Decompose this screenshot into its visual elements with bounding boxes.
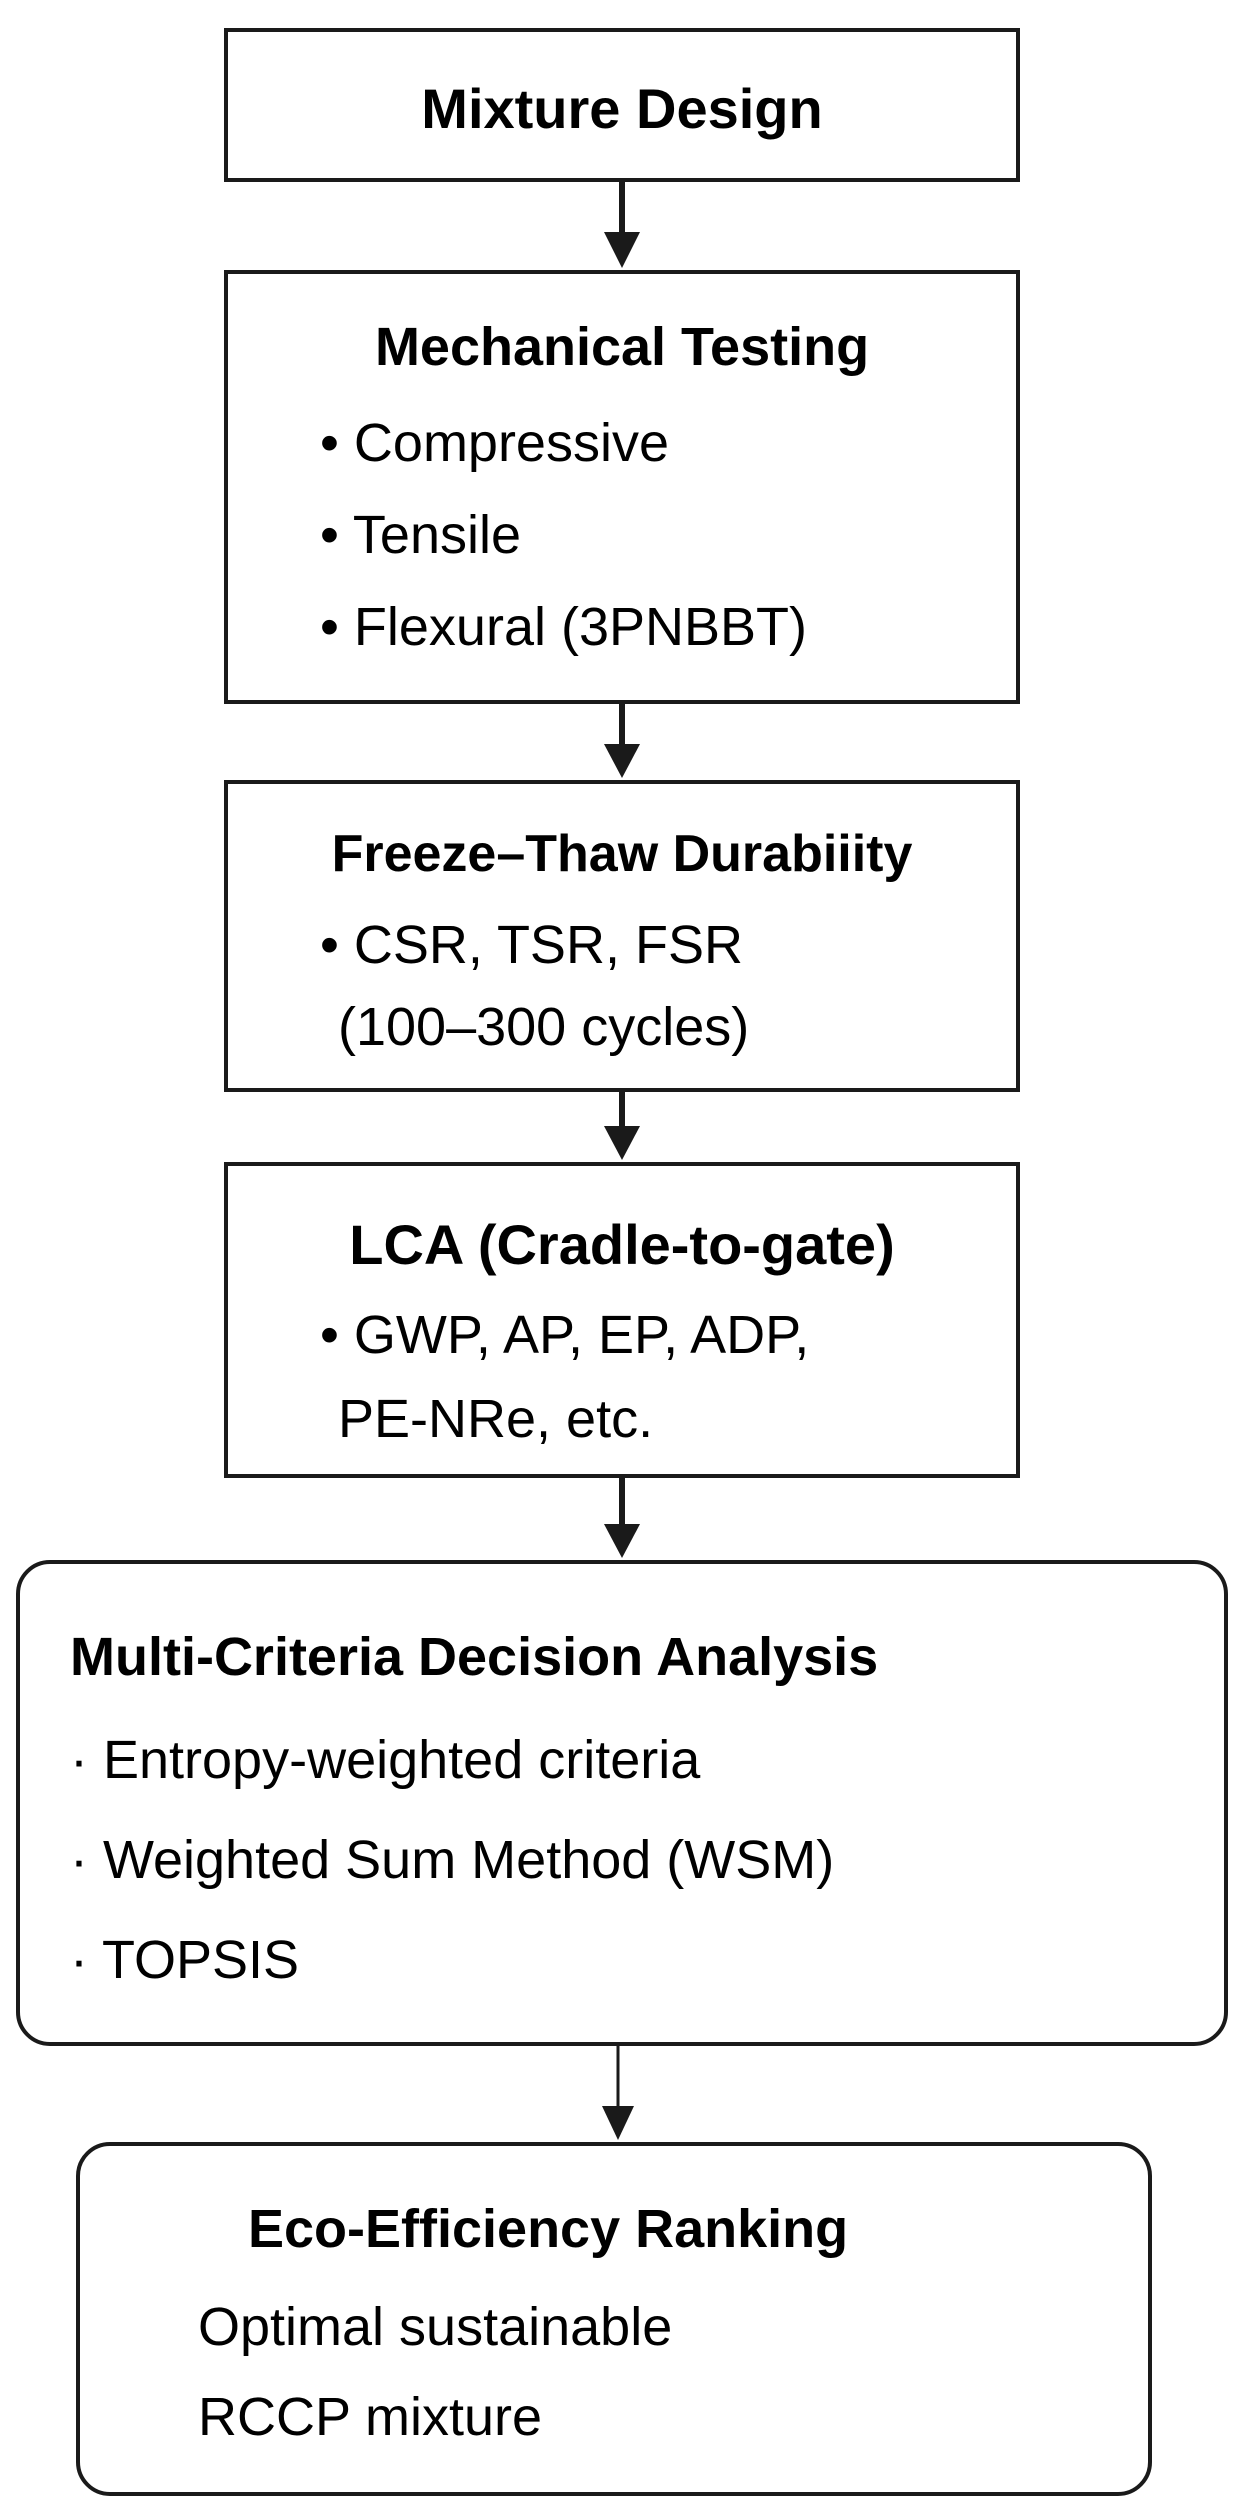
arrow-2	[604, 704, 640, 778]
step-title: Mixture Design	[421, 77, 823, 140]
step-bullet: • Compressive	[320, 413, 669, 473]
arrow-3	[604, 1092, 640, 1160]
step-box-mechanical-testing: Mechanical Testing • Compressive • Tensi…	[224, 270, 1020, 704]
step-text: Optimal sustainable	[198, 2297, 673, 2357]
step-box-mcda: Multi-Criteria Decision Analysis · Entro…	[16, 1560, 1228, 2046]
step-bullet: · Weighted Sum Method (WSM)	[70, 1830, 835, 1890]
arrow-4	[604, 1478, 640, 1558]
arrow-1	[604, 182, 640, 268]
step-bullet: • GWP, AP, EP, ADP,	[320, 1305, 810, 1365]
step-box-mixture-design: Mixture Design	[224, 28, 1020, 182]
step-title: Multi-Criteria Decision Analysis	[70, 1627, 879, 1687]
step-bullet: · TOPSIS	[70, 1930, 300, 1990]
step-title: Mechanical Testing	[374, 317, 870, 377]
step-text: RCCP mixture	[198, 2387, 543, 2447]
step-box-eco-efficiency-ranking: Eco-Efficiency Ranking Optimal sustainab…	[76, 2142, 1152, 2496]
step-bullet: • Tensile	[320, 505, 522, 565]
step-box-lca: LCA (Cradle-to-gate) • GWP, AP, EP, ADP,…	[224, 1162, 1020, 1478]
step-bullet-continuation: PE-NRe, etc.	[338, 1389, 654, 1449]
step-title: LCA (Cradle-to-gate)	[349, 1213, 895, 1276]
step-title: Freeze–Thaw Durabiiity	[331, 825, 913, 883]
step-bullet: • CSR, TSR, FSR	[320, 915, 743, 975]
step-bullet-continuation: (100–300 cycles)	[338, 997, 750, 1057]
step-bullet: · Entropy-weighted criteria	[70, 1730, 701, 1790]
step-box-freeze-thaw: Freeze–Thaw Durabiiity • CSR, TSR, FSR (…	[224, 780, 1020, 1092]
step-title: Eco-Efficiency Ranking	[248, 2199, 849, 2259]
arrow-5	[602, 2046, 634, 2140]
step-bullet: • Flexural (3PNBBT)	[320, 597, 808, 657]
